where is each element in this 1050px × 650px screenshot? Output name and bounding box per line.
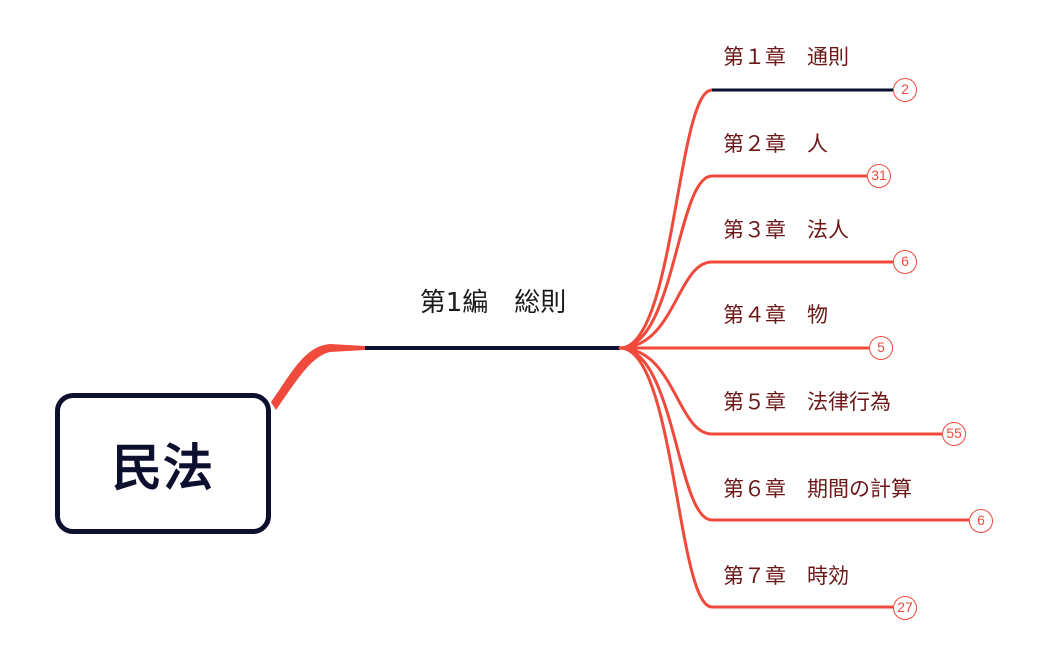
root-connector bbox=[271, 344, 365, 410]
count-badge[interactable]: 27 bbox=[893, 596, 917, 620]
chapter-label[interactable]: 第６章 期間の計算 bbox=[723, 477, 912, 501]
branch-curve bbox=[618, 260, 714, 350]
branch-curve bbox=[618, 346, 714, 522]
chapter-label[interactable]: 第１章 通則 bbox=[723, 45, 849, 69]
branch-curve bbox=[618, 174, 714, 350]
branch-curve bbox=[618, 346, 714, 609]
count-badge[interactable]: 2 bbox=[893, 78, 917, 102]
count-badge[interactable]: 6 bbox=[969, 509, 993, 533]
chapter-label[interactable]: 第４章 物 bbox=[723, 303, 828, 327]
chapter-label[interactable]: 第３章 法人 bbox=[723, 218, 849, 242]
count-badge[interactable]: 31 bbox=[867, 164, 891, 188]
branch-curve bbox=[618, 88, 714, 350]
count-badge[interactable]: 55 bbox=[942, 422, 966, 446]
count-badge[interactable]: 5 bbox=[869, 336, 893, 360]
branch-curve bbox=[618, 346, 714, 436]
chapter-label[interactable]: 第２章 人 bbox=[723, 132, 828, 156]
count-badge[interactable]: 6 bbox=[893, 250, 917, 274]
root-label: 民法 bbox=[112, 438, 214, 497]
chapter-label[interactable]: 第５章 法律行為 bbox=[723, 390, 891, 414]
chapter-branches bbox=[618, 88, 969, 609]
main-topic-label[interactable]: 第1編 総則 bbox=[419, 288, 567, 318]
chapter-label[interactable]: 第７章 時効 bbox=[723, 564, 849, 588]
root-node[interactable]: 民法 bbox=[55, 393, 271, 534]
